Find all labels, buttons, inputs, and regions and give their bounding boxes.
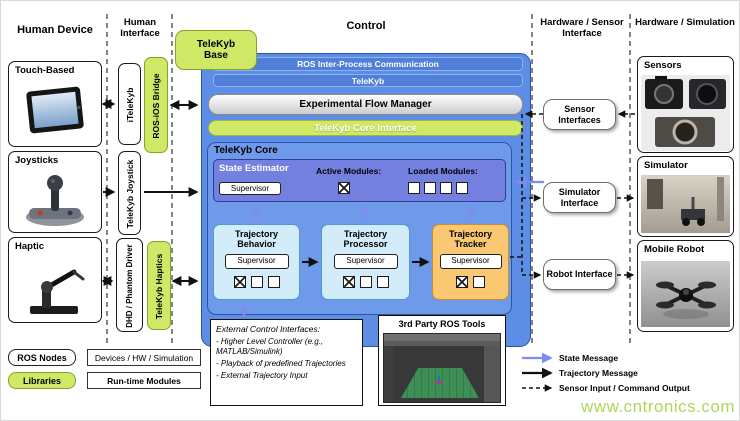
- state-estimator-bar: State Estimator Supervisor Active Module…: [213, 159, 506, 202]
- active-modules-checkboxes: [338, 182, 350, 194]
- sensor-interfaces-box: Sensor Interfaces: [543, 99, 616, 130]
- dhd-phantom-driver-node: DHD / Phantom Driver: [116, 238, 143, 332]
- legend-runtime-modules: Run-time Modules: [87, 372, 201, 389]
- external-control-item: - Higher Level Controller (e.g., MATLAB/…: [216, 337, 324, 356]
- legend-sensor-io: Sensor Input / Command Output: [559, 383, 690, 393]
- simulator-box: Simulator: [637, 156, 734, 237]
- sensors-photo: [641, 75, 730, 151]
- experimental-flow-manager: Experimental Flow Manager: [208, 94, 523, 115]
- telekyb-bar: TeleKyb: [213, 74, 523, 87]
- active-modules-label: Active Modules:: [316, 166, 382, 176]
- external-control-title: External Control Interfaces:: [216, 324, 321, 334]
- telekyb-base-box: TeleKyb Base: [175, 30, 257, 70]
- touch-based-label: Touch-Based: [15, 65, 75, 76]
- trajectory-tracker-checkboxes: [456, 276, 485, 289]
- haptic-label: Haptic: [15, 241, 45, 252]
- loaded-modules-label: Loaded Modules:: [408, 166, 478, 176]
- external-control-item: - External Trajectory Input: [216, 371, 308, 381]
- state-estimator-title: State Estimator: [219, 163, 289, 174]
- header-human-device: Human Device: [17, 24, 93, 36]
- rviz-right-panel: [484, 346, 500, 402]
- robot-interface-box: Robot Interface: [543, 259, 616, 290]
- simulator-interface-box: Simulator Interface: [543, 182, 616, 213]
- sensors-label: Sensors: [644, 60, 682, 71]
- header-hardware-sensor-interface: Hardware / Sensor Interface: [540, 17, 624, 39]
- quadrotor-photo: [641, 261, 730, 327]
- trajectory-processor-module: Trajectory Processor Supervisor: [321, 224, 410, 300]
- joysticks-label: Joysticks: [15, 155, 59, 166]
- mobile-robot-label: Mobile Robot: [644, 244, 705, 255]
- legend-libraries: Libraries: [8, 372, 76, 389]
- trajectory-behavior-supervisor: Supervisor: [224, 254, 289, 270]
- telekyb-haptics-node: TeleKyb Haptics: [147, 241, 171, 330]
- joysticks-box: Joysticks: [8, 151, 102, 233]
- loaded-modules-checkboxes: [408, 182, 468, 194]
- external-control-item: - Playback of predefined Trajectories: [216, 359, 346, 369]
- tablet-photo: [26, 86, 84, 134]
- trajectory-behavior-module: Trajectory Behavior Supervisor: [213, 224, 300, 300]
- trajectory-tracker-module: Trajectory Tracker Supervisor: [432, 224, 509, 300]
- legend-trajectory-message: Trajectory Message: [559, 368, 638, 378]
- joystick-photo: [26, 175, 84, 226]
- telekyb-joystick-node: TeleKyb Joystick: [118, 151, 141, 235]
- state-estimator-supervisor: Supervisor: [219, 182, 281, 195]
- legend-devices-hw-simulation: Devices / HW / Simulation: [87, 349, 201, 366]
- legend-state-message: State Message: [559, 353, 619, 363]
- watermark: www.cntronics.com: [581, 397, 735, 416]
- haptic-box: Haptic: [8, 237, 102, 323]
- trajectory-tracker-title: Trajectory Tracker: [448, 229, 493, 250]
- telekyb-haptics-label: TeleKyb Haptics: [154, 253, 165, 320]
- ros-ios-bridge-label: ROS-iOS Bridge: [151, 73, 162, 139]
- itelekyb-node: iTeleKyb: [118, 63, 141, 145]
- rviz-left-toolbar: [384, 346, 393, 402]
- ros-tools-title: 3rd Party ROS Tools: [398, 319, 486, 329]
- sensors-box: Sensors: [637, 56, 734, 153]
- haptic-device-photo: [30, 269, 85, 314]
- telekyb-core-title: TeleKyb Core: [214, 145, 278, 156]
- telekyb-joystick-label: TeleKyb Joystick: [124, 159, 135, 229]
- header-hardware-simulation: Hardware / Simulation: [635, 17, 735, 28]
- rviz-titlebar: [384, 334, 500, 341]
- trajectory-behavior-title: Trajectory Behavior: [234, 229, 279, 250]
- rviz-screenshot: [383, 333, 501, 403]
- legend-arrows: [522, 352, 553, 392]
- trajectory-tracker-supervisor: Supervisor: [439, 254, 502, 270]
- external-control-box: External Control Interfaces: - Higher Le…: [210, 319, 363, 406]
- dhd-phantom-driver-label: DHD / Phantom Driver: [125, 244, 135, 328]
- ros-ipc-bar: ROS Inter-Process Communication: [213, 57, 523, 71]
- rviz-viewport: [393, 346, 484, 402]
- telekyb-core-interface: TeleKyb Core Interface: [208, 120, 523, 136]
- rviz-menubar: [384, 341, 500, 346]
- header-control: Control: [346, 20, 386, 32]
- simulator-photo: [641, 175, 730, 233]
- trajectory-processor-title: Trajectory Processor: [343, 229, 388, 250]
- trajectory-behavior-checkboxes: [233, 276, 280, 289]
- rviz-axis-z: [438, 376, 440, 384]
- trajectory-processor-checkboxes: [342, 276, 389, 289]
- trajectory-processor-supervisor: Supervisor: [333, 254, 398, 270]
- legend-ros-nodes: ROS Nodes: [8, 349, 76, 366]
- simulator-label: Simulator: [644, 160, 688, 171]
- mobile-robot-box: Mobile Robot: [637, 240, 734, 332]
- header-human-interface: Human Interface: [120, 17, 160, 39]
- touch-based-box: Touch-Based: [8, 61, 102, 147]
- itelekyb-label: iTeleKyb: [124, 87, 135, 123]
- ros-ios-bridge-node: ROS-iOS Bridge: [144, 57, 168, 153]
- ros-tools-box: 3rd Party ROS Tools: [378, 315, 506, 406]
